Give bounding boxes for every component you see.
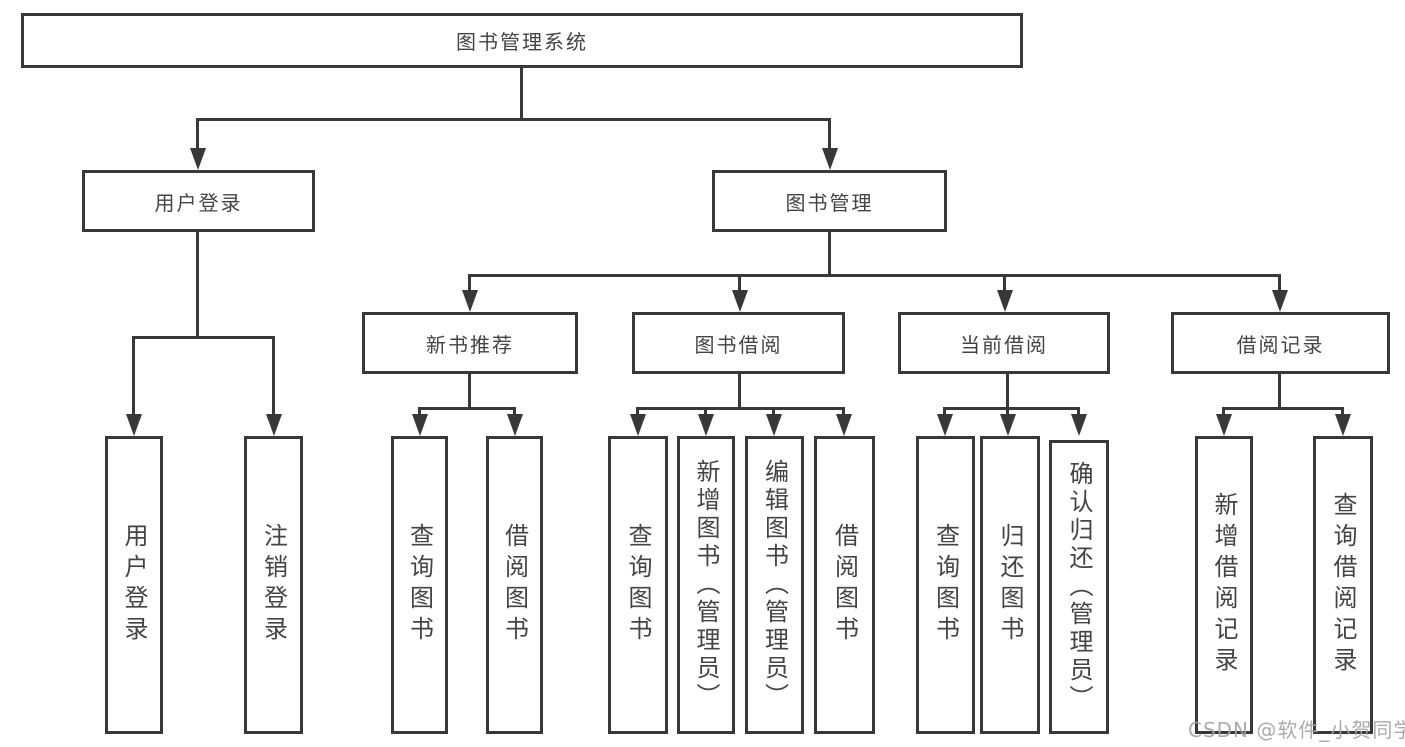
node-borrow-records: 借阅记录 bbox=[1171, 312, 1390, 374]
connector-current-borrow-trunk bbox=[1006, 374, 1009, 407]
node-leaf-query-borrow-record-label: 查询借阅记录 bbox=[1329, 492, 1357, 678]
connector-user-login-rail bbox=[134, 336, 274, 339]
node-current-borrow: 当前借阅 bbox=[898, 312, 1110, 374]
node-new-book-rec-label: 新书推荐 bbox=[426, 332, 514, 357]
node-leaf-confirm-return-admin: 确认归还（管理员） bbox=[1049, 440, 1109, 734]
arrowhead-current-borrow bbox=[997, 290, 1013, 312]
connector-stem-borrow-books-2 bbox=[842, 407, 845, 416]
arrowhead-user-login bbox=[190, 148, 206, 170]
node-leaf-borrow-books-1-label: 借阅图书 bbox=[500, 523, 529, 647]
connector-stem-add-borrow-record bbox=[1222, 407, 1225, 416]
arrowhead-query-books-2 bbox=[630, 414, 646, 436]
connector-level3-rail bbox=[470, 274, 1280, 277]
node-leaf-query-books-1-label: 查询图书 bbox=[405, 523, 434, 647]
arrowhead-borrow-records bbox=[1272, 290, 1288, 312]
node-leaf-edit-books-admin: 编辑图书（管理员） bbox=[745, 436, 804, 734]
node-leaf-query-books-3: 查询图书 bbox=[916, 436, 975, 734]
arrowhead-return-books bbox=[1000, 414, 1016, 436]
arrowhead-borrow-books-2 bbox=[836, 414, 852, 436]
node-book-mgmt: 图书管理 bbox=[712, 170, 947, 232]
node-leaf-user-login-label: 用户登录 bbox=[120, 523, 148, 647]
connector-stem-add-books-admin bbox=[704, 407, 707, 416]
connector-stem-leaf-logout bbox=[272, 336, 275, 415]
connector-borrow-records-trunk bbox=[1278, 374, 1281, 407]
node-leaf-user-login: 用户登录 bbox=[105, 436, 163, 734]
connector-stem-borrow-books-1 bbox=[513, 407, 516, 416]
connector-current-borrow-rail bbox=[945, 407, 1079, 410]
connector-stem-user-login bbox=[196, 118, 199, 150]
arrowhead-add-borrow-record bbox=[1216, 414, 1232, 436]
node-leaf-borrow-books-1: 借阅图书 bbox=[486, 436, 543, 734]
node-root: 图书管理系统 bbox=[21, 13, 1023, 68]
node-leaf-query-books-2-label: 查询图书 bbox=[624, 523, 652, 647]
node-leaf-add-borrow-record-label: 新增借阅记录 bbox=[1210, 492, 1238, 678]
node-new-book-rec: 新书推荐 bbox=[362, 312, 578, 374]
connector-book-borrow-trunk bbox=[738, 374, 741, 407]
node-borrow-records-label: 借阅记录 bbox=[1236, 332, 1325, 357]
arrowhead-add-books-admin bbox=[698, 414, 714, 436]
node-leaf-return-books: 归还图书 bbox=[980, 436, 1040, 734]
arrowhead-query-borrow-record bbox=[1335, 414, 1351, 436]
connector-user-login-trunk bbox=[196, 232, 199, 336]
node-leaf-add-books-admin-label: 新增图书（管理员） bbox=[692, 459, 720, 711]
connector-stem-query-borrow-record bbox=[1341, 407, 1344, 416]
node-leaf-add-borrow-record: 新增借阅记录 bbox=[1195, 436, 1253, 734]
node-book-mgmt-label: 图书管理 bbox=[785, 190, 874, 215]
node-leaf-query-borrow-record: 查询借阅记录 bbox=[1313, 436, 1373, 734]
arrowhead-leaf-user-login bbox=[126, 414, 142, 436]
arrowhead-query-books-1 bbox=[412, 414, 428, 436]
node-leaf-query-books-1: 查询图书 bbox=[391, 436, 448, 734]
connector-stem-query-books-2 bbox=[636, 407, 639, 416]
arrowhead-book-mgmt bbox=[822, 148, 838, 170]
node-book-borrow: 图书借阅 bbox=[632, 312, 845, 374]
connector-stem-current-borrow bbox=[1003, 274, 1006, 292]
node-leaf-borrow-books-2-label: 借阅图书 bbox=[830, 523, 859, 647]
node-leaf-logout-label: 注销登录 bbox=[259, 523, 288, 647]
connector-stem-return-books bbox=[1006, 407, 1009, 416]
connector-stem-book-borrow bbox=[738, 274, 741, 292]
arrowhead-edit-books-admin bbox=[766, 414, 782, 436]
connector-stem-query-books-1 bbox=[418, 407, 421, 416]
node-leaf-logout: 注销登录 bbox=[244, 436, 303, 734]
node-leaf-add-books-admin: 新增图书（管理员） bbox=[677, 436, 735, 734]
csdn-watermark: CSDN @软件_小贺同学 bbox=[1188, 718, 1405, 742]
connector-borrow-records-rail bbox=[1224, 407, 1343, 410]
node-leaf-borrow-books-2: 借阅图书 bbox=[814, 436, 875, 734]
arrowhead-confirm-return-admin bbox=[1071, 414, 1087, 436]
connector-level2-rail bbox=[198, 118, 830, 121]
connector-stem-book-mgmt bbox=[828, 118, 831, 150]
node-current-borrow-label: 当前借阅 bbox=[960, 332, 1048, 357]
connector-stem-leaf-user-login bbox=[132, 336, 135, 415]
arrowhead-borrow-books-1 bbox=[507, 414, 523, 436]
node-leaf-return-books-label: 归还图书 bbox=[996, 523, 1024, 647]
node-leaf-confirm-return-admin-label: 确认归还（管理员） bbox=[1065, 461, 1093, 713]
connector-book-mgmt-trunk bbox=[828, 232, 831, 274]
node-user-login: 用户登录 bbox=[82, 170, 315, 232]
connector-stem-query-books-3 bbox=[943, 407, 946, 416]
connector-new-book-rec-trunk bbox=[468, 374, 471, 407]
node-book-borrow-label: 图书借阅 bbox=[694, 332, 783, 357]
connector-stem-confirm-return-admin bbox=[1077, 407, 1080, 416]
arrowhead-query-books-3 bbox=[937, 414, 953, 436]
arrowhead-book-borrow bbox=[732, 290, 748, 312]
node-user-login-label: 用户登录 bbox=[154, 190, 243, 215]
connector-new-book-rec-rail bbox=[420, 407, 515, 410]
connector-root-trunk bbox=[520, 68, 523, 118]
connector-book-borrow-rail bbox=[638, 407, 844, 410]
arrowhead-leaf-logout bbox=[266, 414, 282, 436]
node-root-label: 图书管理系统 bbox=[456, 30, 588, 54]
connector-stem-borrow-records bbox=[1278, 274, 1281, 292]
node-leaf-edit-books-admin-label: 编辑图书（管理员） bbox=[760, 459, 789, 711]
connector-stem-edit-books-admin bbox=[772, 407, 775, 416]
connector-stem-new-book-rec bbox=[468, 274, 471, 292]
node-leaf-query-books-3-label: 查询图书 bbox=[931, 523, 960, 647]
arrowhead-new-book-rec bbox=[462, 290, 478, 312]
node-leaf-query-books-2: 查询图书 bbox=[608, 436, 668, 734]
